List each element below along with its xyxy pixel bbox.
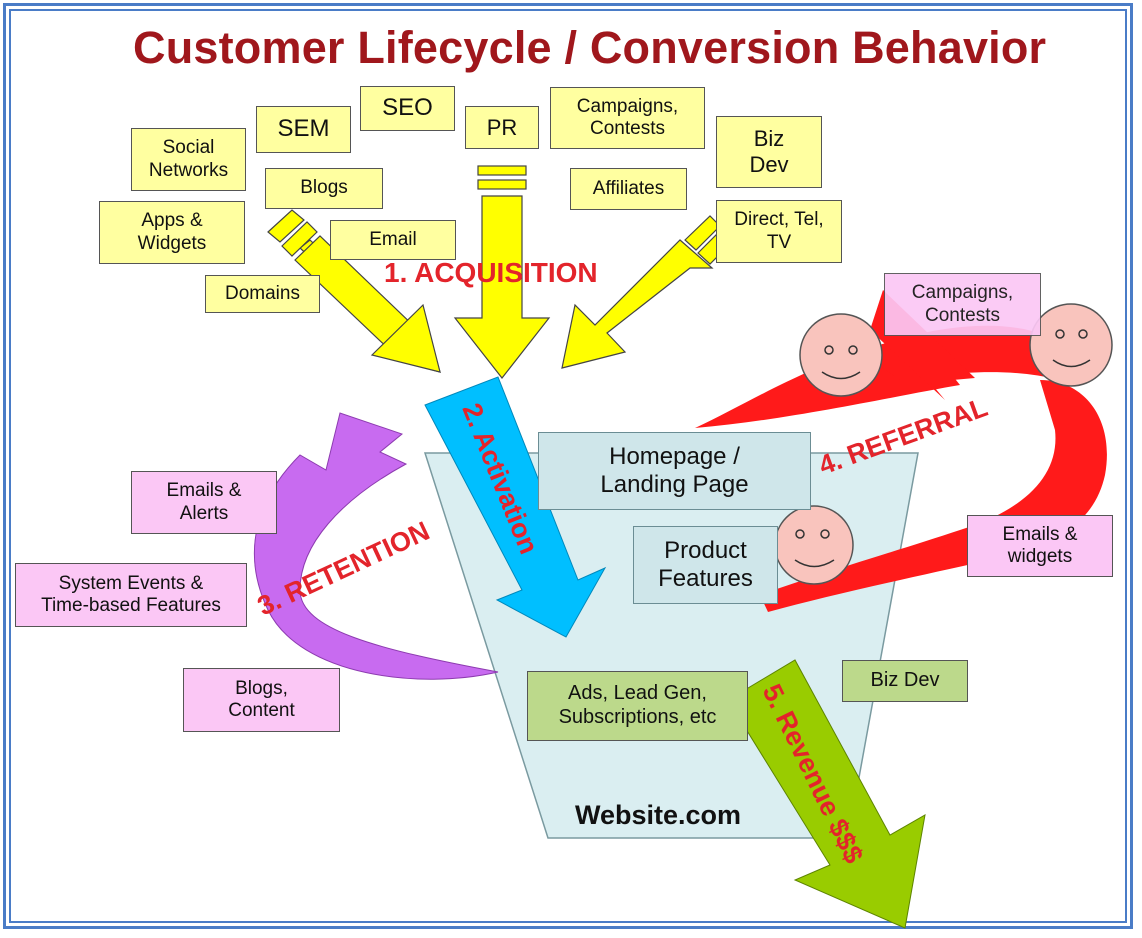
outer-frame xyxy=(3,3,1133,929)
acquisition-stripe-left-2 xyxy=(281,221,318,257)
channel-pr: PR xyxy=(465,106,539,149)
channel-biz-dev: Biz Dev xyxy=(716,116,822,188)
website-name: Website.com xyxy=(575,800,742,830)
retention-emails-alerts: Emails & Alerts xyxy=(131,471,277,534)
homepage-landing-page: Homepage / Landing Page xyxy=(538,432,811,510)
referral-emails-widgets: Emails & widgets xyxy=(967,515,1113,577)
channel-campaigns-contests: Campaigns, Contests xyxy=(550,87,705,149)
face-icon-top-left xyxy=(799,313,883,397)
referral-arrow-right xyxy=(760,380,1107,612)
activation-arrow xyxy=(424,376,607,638)
acquisition-label: 1. ACQUISITION xyxy=(384,257,598,288)
revenue-arrow xyxy=(727,659,926,929)
channel-email: Email xyxy=(330,220,456,260)
revenue-biz-dev: Biz Dev xyxy=(842,660,968,702)
channel-sem: SEM xyxy=(256,106,351,153)
acquisition-arrow-middle xyxy=(453,195,551,379)
acquisition-stripe-mid-2 xyxy=(477,179,527,190)
channel-social-networks: Social Networks xyxy=(131,128,246,191)
acquisition-stripe-left-1 xyxy=(267,209,305,243)
inner-frame xyxy=(9,9,1127,923)
channel-seo: SEO xyxy=(360,86,455,131)
channel-apps-widgets: Apps & Widgets xyxy=(99,201,245,264)
channel-blogs: Blogs xyxy=(265,168,383,209)
product-features: Product Features xyxy=(633,526,778,604)
retention-arrow xyxy=(253,412,499,680)
channel-affiliates: Affiliates xyxy=(570,168,687,210)
retention-system-events: System Events & Time-based Features xyxy=(15,563,247,627)
acquisition-stripe-mid-1 xyxy=(477,165,527,176)
revenue-sources: Ads, Lead Gen, Subscriptions, etc xyxy=(527,671,748,741)
diagram-title: Customer Lifecycle / Conversion Behavior xyxy=(133,22,1047,73)
channel-domains: Domains xyxy=(205,275,320,313)
acquisition-arrow-left-head xyxy=(370,303,441,373)
retention-blogs-content: Blogs, Content xyxy=(183,668,340,732)
face-icon-top-right xyxy=(1029,303,1113,387)
channel-direct-tel-tv: Direct, Tel, TV xyxy=(716,200,842,263)
acquisition-arrow-right xyxy=(561,239,714,369)
referral-campaigns-contests: Campaigns, Contests xyxy=(884,273,1041,336)
face-icon-bottom xyxy=(774,505,854,585)
